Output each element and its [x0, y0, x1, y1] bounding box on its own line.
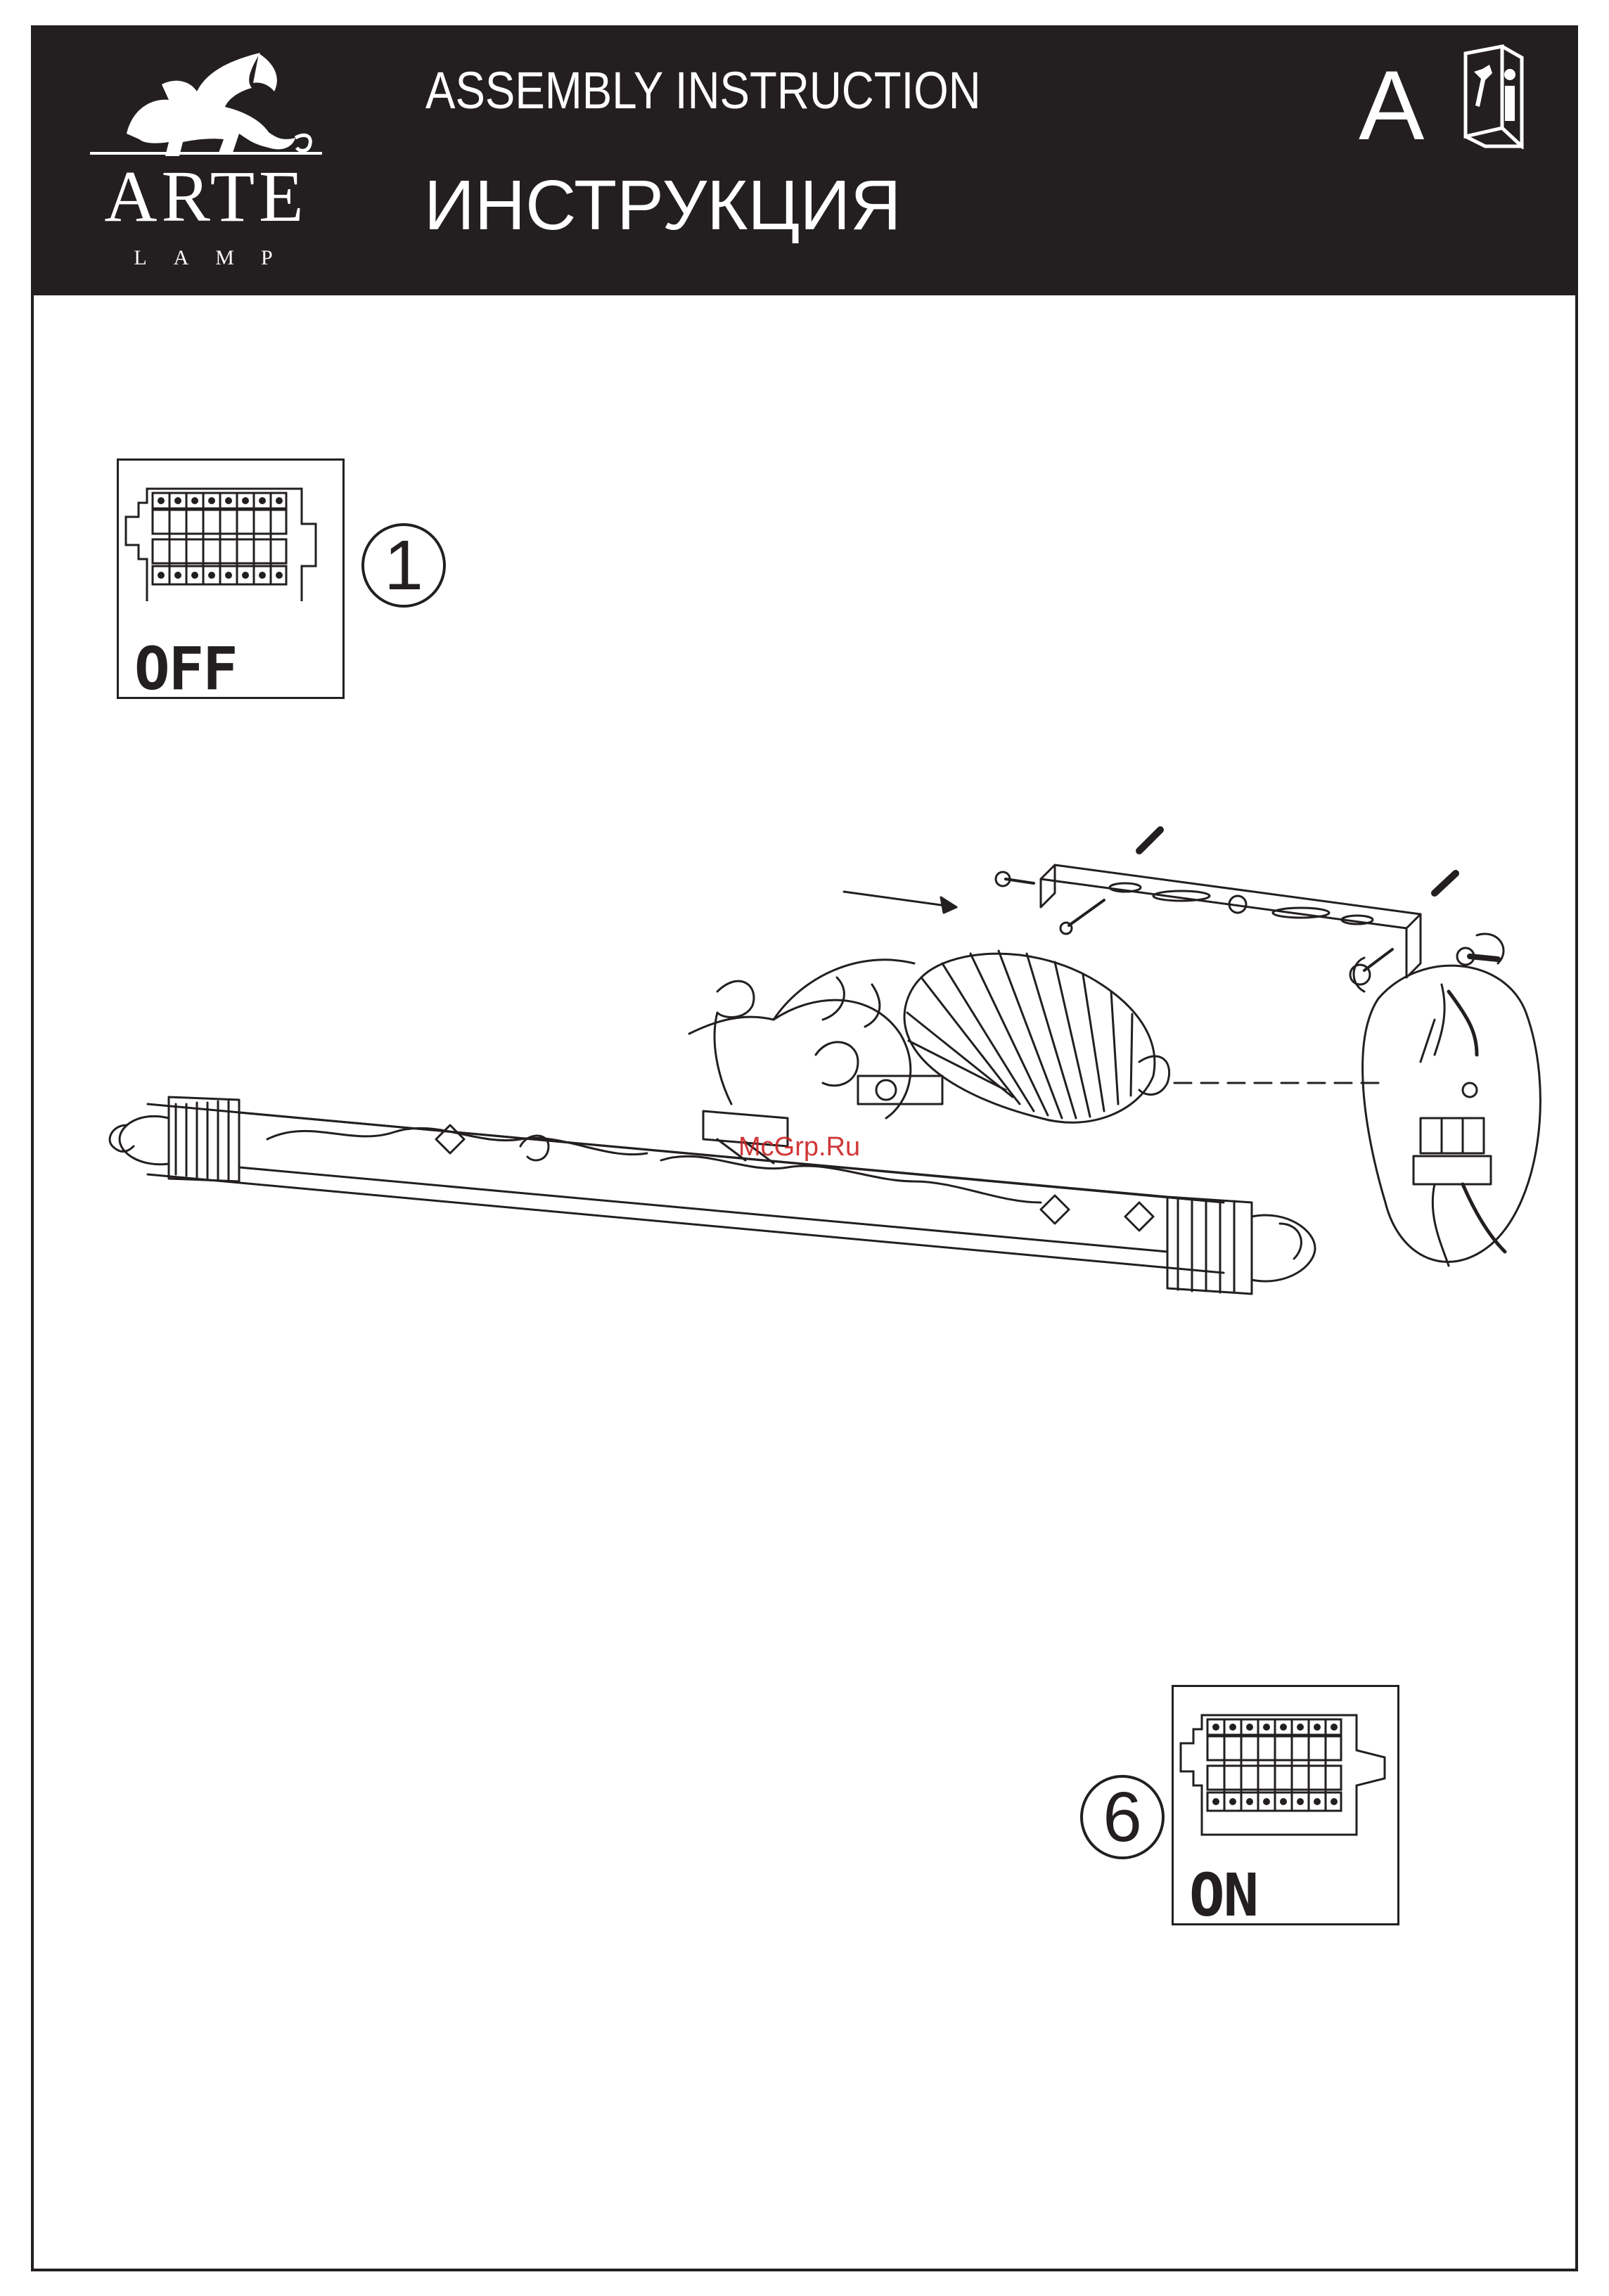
terminal-block-illustration [1174, 1687, 1397, 1842]
brand-name: ARTE [90, 160, 322, 233]
status-on-label: ON [1189, 1866, 1257, 1925]
watermark: McGrp.Ru [738, 1134, 860, 1160]
logo-rule [90, 152, 322, 155]
step-number-1: 1 [361, 523, 446, 608]
step-6-panel: ON [1172, 1685, 1399, 1925]
step-number-6: 6 [1080, 1775, 1165, 1859]
ornate-arm [689, 960, 942, 1118]
mounting-bracket [1041, 865, 1421, 977]
pointer-arrow [844, 892, 956, 907]
lamp-tube [110, 1097, 1315, 1294]
terminal-block-illustration [119, 461, 342, 601]
brand-subtitle: LAMP [90, 248, 322, 269]
step-1-panel: OFF [117, 458, 345, 699]
status-off-label: OFF [134, 639, 237, 698]
lamp-assembly-drawing [42, 809, 1575, 1343]
shell-back-plate [904, 951, 1169, 1122]
title-english: ASSEMBLY INSTRUCTION [425, 65, 981, 117]
wiring-detail [1363, 966, 1541, 1266]
manual-book-icon [1460, 44, 1527, 149]
title-russian: ИНСТРУКЦИЯ [424, 170, 901, 240]
section-letter: A [1359, 56, 1424, 155]
